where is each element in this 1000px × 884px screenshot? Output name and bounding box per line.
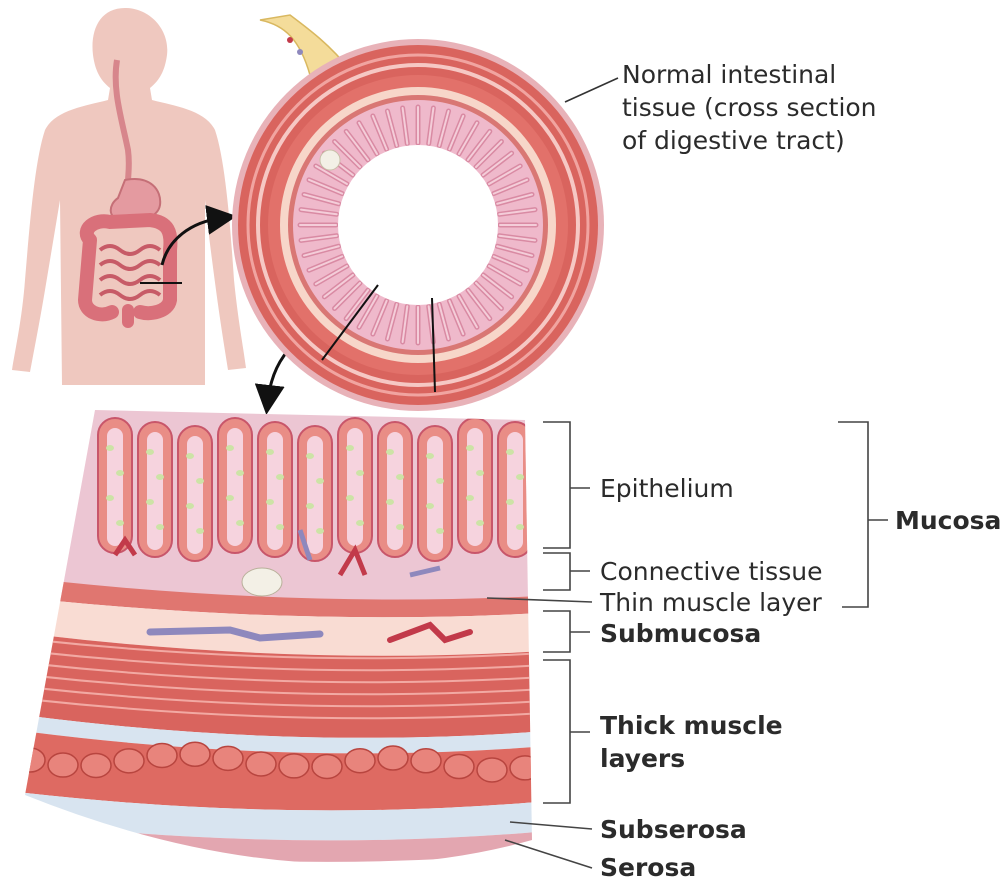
goblet-cell — [396, 524, 404, 530]
bracket-epithelium — [543, 422, 590, 548]
goblet-cell — [386, 499, 394, 505]
bracket-thick-muscle — [543, 660, 590, 803]
label-thick-line-1: Thick muscle — [600, 709, 783, 742]
goblet-cell — [186, 503, 194, 509]
label-normal-line-1: Normal intestinal — [622, 58, 877, 91]
goblet-cell — [316, 528, 324, 534]
goblet-cell — [186, 453, 194, 459]
goblet-cell — [436, 478, 444, 484]
muscle-cell — [345, 749, 375, 773]
muscle-cell — [147, 743, 177, 767]
label-connective-tissue: Connective tissue — [600, 555, 822, 588]
label-normal-line-2: tissue (cross section — [622, 91, 877, 124]
muscle-cell — [444, 755, 474, 779]
label-thin-muscle-layer: Thin muscle layer — [600, 586, 822, 619]
lymph-nodule-detail — [242, 568, 282, 596]
goblet-cell — [306, 453, 314, 459]
goblet-cell — [436, 528, 444, 534]
muscle-cell — [279, 754, 309, 778]
muscle-cell — [180, 742, 210, 766]
bracket-connective-tissue — [543, 553, 590, 590]
label-normal-intestinal-tissue: Normal intestinal tissue (cross section … — [622, 58, 877, 157]
goblet-cell — [276, 474, 284, 480]
goblet-cell — [106, 495, 114, 501]
goblet-cell — [146, 499, 154, 505]
muscle-cell — [411, 749, 441, 773]
muscle-cell — [213, 746, 243, 770]
goblet-cell — [386, 449, 394, 455]
goblet-cell — [426, 503, 434, 509]
goblet-cell — [346, 445, 354, 451]
goblet-cell — [346, 495, 354, 501]
label-mucosa: Mucosa — [895, 504, 1000, 537]
goblet-cell — [396, 474, 404, 480]
vessel-dot-2 — [297, 49, 303, 55]
muscle-cell — [510, 756, 540, 780]
goblet-cell — [226, 495, 234, 501]
goblet-cell — [516, 524, 524, 530]
goblet-cell — [276, 524, 284, 530]
bracket-mucosa — [838, 422, 888, 607]
muscle-cell — [15, 748, 45, 772]
goblet-cell — [236, 520, 244, 526]
muscle-cell — [246, 752, 276, 776]
goblet-cell — [306, 503, 314, 509]
leader-normal-tissue — [565, 78, 618, 102]
leader-serosa — [505, 840, 592, 868]
goblet-cell — [156, 524, 164, 530]
muscle-cell — [378, 746, 408, 770]
vessel-dot-1 — [287, 37, 293, 43]
bracket-submucosa — [543, 611, 590, 652]
goblet-cell — [196, 528, 204, 534]
label-epithelium: Epithelium — [600, 472, 734, 505]
muscle-cell — [477, 758, 507, 782]
label-thick-line-2: layers — [600, 742, 783, 775]
label-normal-line-3: of digestive tract) — [622, 124, 877, 157]
label-submucosa: Submucosa — [600, 617, 761, 650]
muscle-cell — [81, 753, 111, 777]
goblet-cell — [356, 520, 364, 526]
label-serosa: Serosa — [600, 851, 696, 884]
goblet-cell — [236, 470, 244, 476]
goblet-cell — [266, 449, 274, 455]
cross-section — [232, 15, 604, 411]
goblet-cell — [106, 445, 114, 451]
goblet-cell — [476, 470, 484, 476]
goblet-cell — [426, 453, 434, 459]
muscle-cell — [48, 753, 78, 777]
goblet-cell — [116, 520, 124, 526]
goblet-cell — [506, 449, 514, 455]
goblet-cell — [516, 474, 524, 480]
label-thick-muscle-layers: Thick muscle layers — [600, 709, 783, 775]
muscle-cell — [114, 749, 144, 773]
lymph-nodule — [320, 150, 340, 170]
goblet-cell — [116, 470, 124, 476]
muscle-cell — [312, 754, 342, 778]
wall-detail-section — [0, 400, 560, 862]
goblet-cell — [506, 499, 514, 505]
goblet-cell — [316, 478, 324, 484]
goblet-cell — [476, 520, 484, 526]
goblet-cell — [466, 445, 474, 451]
goblet-cell — [356, 470, 364, 476]
goblet-cell — [466, 495, 474, 501]
goblet-cell — [196, 478, 204, 484]
goblet-cell — [146, 449, 154, 455]
goblet-cell — [266, 499, 274, 505]
label-subserosa: Subserosa — [600, 813, 747, 846]
human-body-figure — [12, 8, 246, 385]
lumen — [338, 145, 498, 305]
goblet-cell — [156, 474, 164, 480]
goblet-cell — [226, 445, 234, 451]
